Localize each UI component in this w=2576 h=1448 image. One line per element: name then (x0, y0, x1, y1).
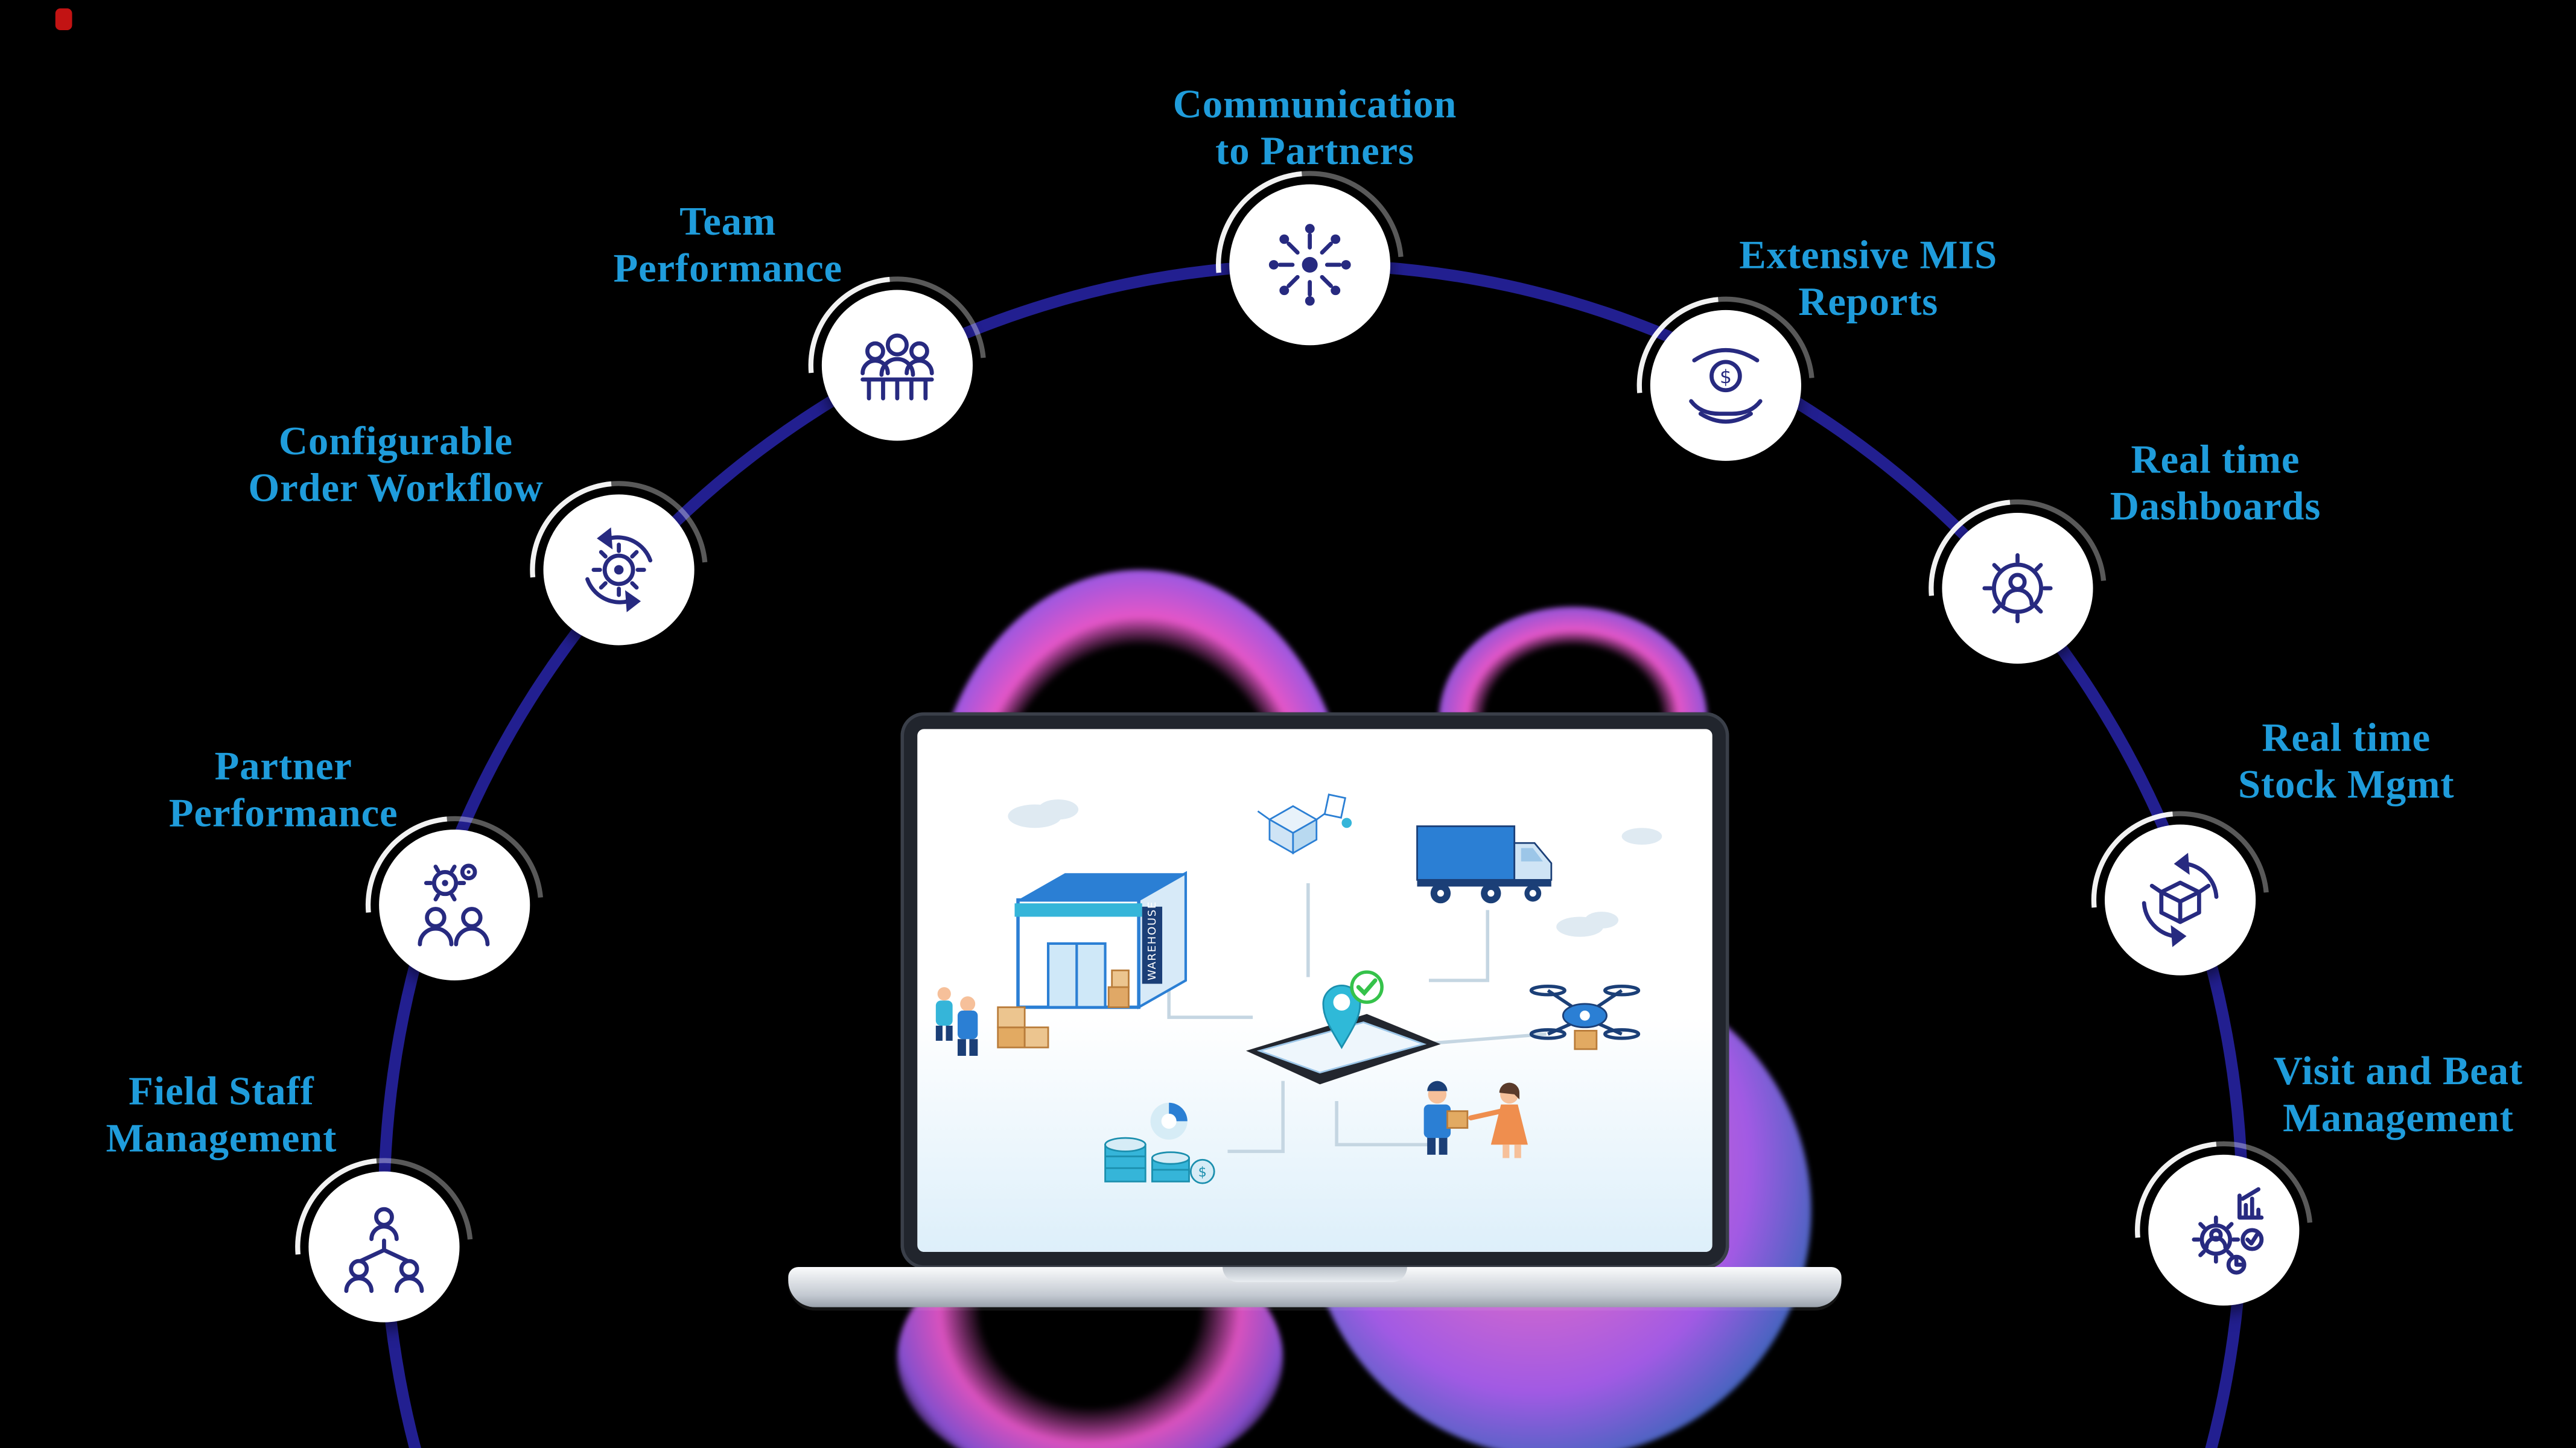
feature-badge-visit-beat (2148, 1154, 2300, 1306)
delivery-truck (1416, 825, 1553, 904)
phone-location-pin (1246, 970, 1441, 1085)
feature-label-line: Team (679, 201, 777, 245)
feature-label-line: Communication (1172, 83, 1457, 128)
feature-label-team-performance: Team Performance (613, 201, 842, 294)
laptop-screen: WAREHOUSE (900, 712, 1729, 1269)
feature-label-line: to Partners (1215, 130, 1414, 174)
gear-sync-icon (585, 527, 653, 612)
coins-and-chart: $ (1104, 1102, 1215, 1184)
feature-label-line: Reports (1798, 281, 1939, 325)
handover-people (1423, 1081, 1528, 1158)
svg-text:$: $ (1198, 1164, 1207, 1180)
feature-badge-stock-mgmt (2105, 824, 2256, 976)
feature-label-line: Performance (168, 792, 398, 836)
team-group-icon (860, 333, 934, 401)
corner-marker (55, 8, 72, 31)
box-cycle-icon (2142, 853, 2219, 947)
warehouse-building: WAREHOUSE (1014, 871, 1188, 1010)
warehouse-workers (935, 987, 1049, 1056)
org-people-icon (344, 1207, 424, 1293)
network-hub-icon (1268, 224, 1351, 306)
feature-label-line: Real time (2262, 717, 2431, 761)
feature-badge-team-performance (821, 290, 973, 441)
laptop-base (788, 1267, 1842, 1307)
svg-text:$: $ (1720, 366, 1732, 388)
feature-label-communication: Communication to Partners (1173, 84, 1457, 177)
gear-check-clock-icon (2192, 1187, 2264, 1275)
feature-label-stock-mgmt: Real time Stock Mgmt (2238, 717, 2454, 811)
feature-label-line: Dashboards (2110, 486, 2321, 530)
feature-label-order-workflow: Configurable Order Workflow (248, 421, 543, 514)
feature-label-line: Field Staff (129, 1071, 314, 1115)
logistics-illustration: WAREHOUSE (917, 729, 1713, 1253)
feature-label-line: Management (106, 1117, 337, 1161)
laptop-base-notch (1223, 1267, 1407, 1283)
feature-label-line: Performance (613, 247, 842, 291)
feature-label-line: Configurable (278, 421, 513, 465)
people-gears-icon (418, 863, 490, 947)
feature-label-line: Order Workflow (248, 467, 544, 511)
feature-label-field-staff: Field Staff Management (106, 1071, 337, 1164)
feature-label-visit-beat: Visit and Beat Management (2274, 1051, 2523, 1145)
feature-label-line: Extensive MIS (1739, 234, 1998, 279)
feature-label-dashboards: Real time Dashboards (2110, 439, 2321, 533)
feature-label-line: Partner (214, 746, 352, 790)
feature-label-line: Real time (2131, 439, 2300, 483)
feature-label-line: Visit and Beat (2273, 1050, 2524, 1094)
gear-user-icon (1982, 553, 2053, 624)
feature-badge-field-staff (308, 1171, 460, 1323)
feature-badge-communication (1229, 184, 1391, 346)
feature-badge-extensive-mis: $ (1650, 310, 1801, 461)
feature-badge-partner-performance (379, 830, 530, 981)
feature-label-extensive-mis: Extensive MIS Reports (1739, 235, 1997, 328)
feature-badge-order-workflow (543, 494, 695, 646)
feature-badge-dashboards (1942, 513, 2093, 664)
warehouse-sign-label: WAREHOUSE (1146, 901, 1159, 980)
feature-label-partner-performance: Partner Performance (169, 746, 398, 839)
delivery-drone (1529, 984, 1641, 1050)
feature-label-line: Stock Mgmt (2237, 764, 2455, 808)
cloud-shapes (1008, 799, 1662, 937)
hands-money-icon: $ (1689, 348, 1763, 424)
open-parcel (1257, 793, 1352, 855)
feature-label-line: Management (2283, 1097, 2514, 1142)
